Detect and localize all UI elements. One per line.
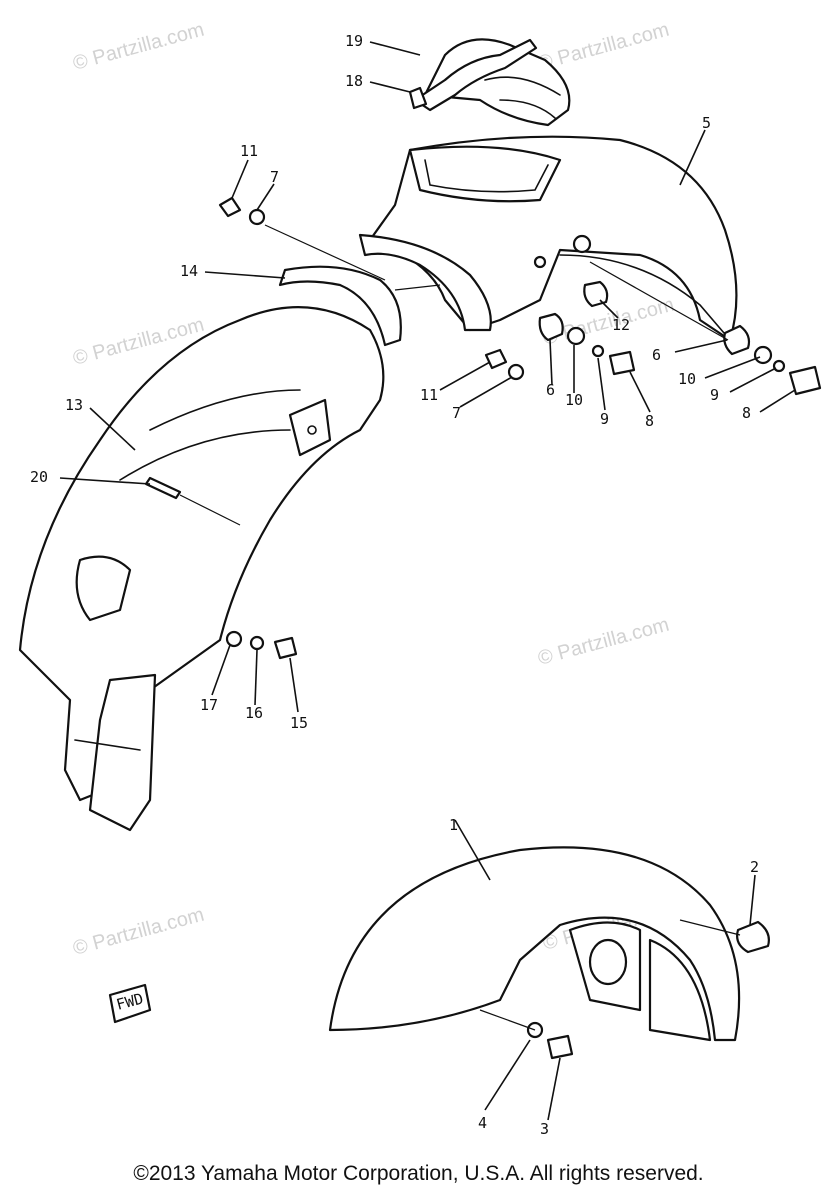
rear-fender-upper (358, 135, 738, 342)
watermark: © Partzilla.com (71, 904, 207, 960)
callout-7: 7 (452, 404, 461, 422)
watermark: © Partzilla.com (536, 19, 672, 75)
leaders (59, 41, 796, 1121)
callout-8: 8 (645, 412, 654, 430)
callout-11: 11 (420, 386, 438, 404)
callout-19: 19 (345, 32, 363, 50)
callout-11: 11 (240, 142, 258, 160)
callout-4: 4 (478, 1114, 487, 1132)
pad-14 (278, 265, 402, 347)
callout-6: 6 (652, 346, 661, 364)
fwd-tag: FWD (108, 983, 152, 1024)
callout-7: 7 (270, 168, 279, 186)
callout-8: 8 (742, 404, 751, 422)
callout-16: 16 (245, 704, 263, 722)
callout-3: 3 (540, 1120, 549, 1138)
watermark: © Partzilla.com (71, 19, 207, 75)
callout-9: 9 (600, 410, 609, 428)
callout-10: 10 (565, 391, 583, 409)
callout-9: 9 (710, 386, 719, 404)
callout-13: 13 (65, 396, 83, 414)
callout-1: 1 (449, 816, 458, 834)
watermark: © Partzilla.com (536, 614, 672, 670)
copyright-notice: ©2013 Yamaha Motor Corporation, U.S.A. A… (133, 1162, 704, 1185)
callout-20: 20 (30, 468, 48, 486)
callout-17: 17 (200, 696, 218, 714)
callout-15: 15 (290, 714, 308, 732)
front-fender (328, 846, 770, 1060)
callouts: 19 18 5 11 7 14 6 10 9 8 12 11 7 6 10 9 … (30, 32, 759, 1138)
tail-light-assembly (408, 38, 571, 127)
callout-14: 14 (180, 262, 198, 280)
callout-2: 2 (750, 858, 759, 876)
part-20 (144, 476, 241, 526)
callout-5: 5 (702, 114, 711, 132)
callout-12: 12 (612, 316, 630, 334)
callout-10: 10 (678, 370, 696, 388)
hardware-rear (218, 196, 822, 660)
callout-6: 6 (546, 381, 555, 399)
callout-18: 18 (345, 72, 363, 90)
rear-fender-lower (18, 306, 385, 832)
